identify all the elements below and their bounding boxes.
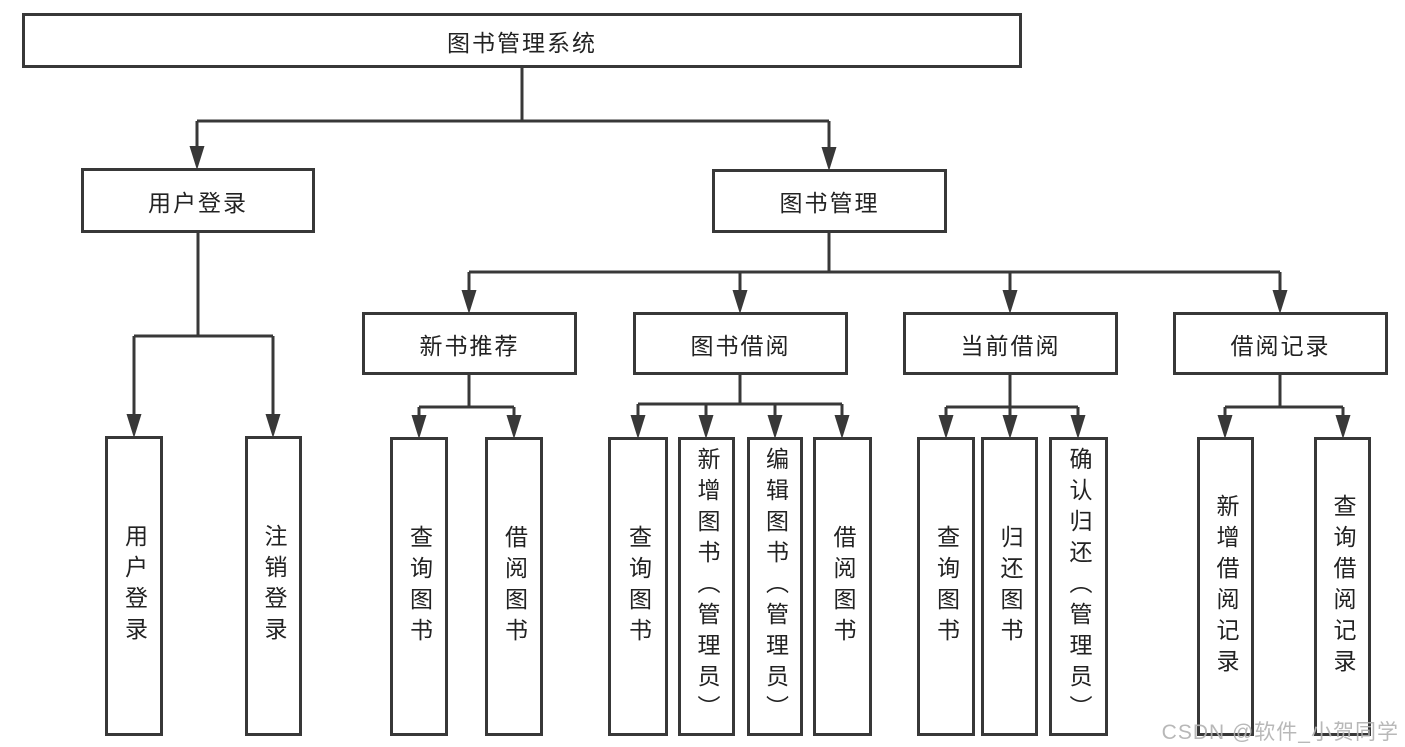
arrowhead-icon [126, 414, 142, 438]
leaf-label: 查询借阅记录 [1330, 493, 1356, 680]
arrowhead-icon [698, 415, 714, 439]
connector-line [132, 233, 275, 416]
connector-new-book-recommend-to-leaves [411, 375, 522, 439]
arrowhead-icon [265, 414, 281, 438]
arrowhead-icon [461, 290, 477, 314]
arrowhead-icon [1070, 415, 1086, 439]
leaf-label: 确认归还（管理员） [1066, 447, 1092, 726]
arrowhead-icon [1217, 415, 1233, 439]
csdn-watermark: CSDN @软件_小贺同学 [1161, 721, 1399, 744]
connector-book-management-to-level3 [461, 233, 1288, 314]
leaf-label: 新增借阅记录 [1213, 493, 1239, 680]
arrowhead-icon [411, 415, 427, 439]
node-root-system: 图书管理系统 [22, 13, 1022, 68]
leaf-logout-login: 注销登录 [245, 436, 302, 736]
leaf-label: 借阅图书 [501, 524, 528, 649]
node-label: 借阅记录 [1230, 332, 1331, 359]
leaf-label: 查询图书 [406, 524, 433, 649]
leaf-query-book-borrow: 查询图书 [608, 437, 668, 736]
leaf-label: 归还图书 [997, 524, 1023, 649]
leaf-add-borrow-record: 新增借阅记录 [1197, 437, 1254, 736]
node-label: 用户登录 [148, 189, 248, 216]
node-book-borrow: 图书借阅 [633, 312, 848, 375]
arrowhead-icon [1002, 290, 1018, 314]
node-label: 图书借阅 [690, 332, 791, 359]
arrowhead-icon [834, 415, 850, 439]
leaf-add-book-admin: 新增图书（管理员） [678, 437, 735, 736]
leaf-label: 用户登录 [121, 524, 148, 648]
node-label: 当前借阅 [960, 332, 1061, 359]
connector-line [944, 375, 1080, 417]
leaf-label: 查询图书 [933, 524, 960, 649]
node-new-book-recommend: 新书推荐 [362, 312, 577, 375]
connector-current-borrow-to-leaves [938, 375, 1086, 439]
arrowhead-icon [821, 147, 837, 171]
connector-line [467, 233, 1282, 292]
node-book-management: 图书管理 [712, 169, 947, 233]
arrowhead-icon [938, 415, 954, 439]
arrowhead-icon [1335, 415, 1351, 439]
leaf-label: 注销登录 [261, 524, 287, 648]
leaf-query-book-recommend: 查询图书 [390, 437, 448, 736]
node-borrow-records: 借阅记录 [1173, 312, 1388, 375]
leaf-label: 借阅图书 [830, 524, 856, 649]
arrowhead-icon [1272, 290, 1288, 314]
node-label: 图书管理系统 [447, 29, 597, 56]
arrowhead-icon [767, 415, 783, 439]
leaf-query-book-current: 查询图书 [917, 437, 975, 736]
connector-line [1223, 375, 1345, 417]
leaf-label: 查询图书 [625, 524, 652, 649]
leaf-label: 编辑图书（管理员） [762, 447, 789, 726]
connector-root-to-level2 [189, 68, 837, 171]
leaf-query-borrow-record: 查询借阅记录 [1314, 437, 1371, 736]
arrowhead-icon [1002, 415, 1018, 439]
leaf-return-book: 归还图书 [981, 437, 1038, 736]
connector-line [636, 375, 844, 417]
leaf-label: 新增图书（管理员） [694, 447, 720, 726]
arrowhead-icon [506, 415, 522, 439]
connector-line [195, 68, 831, 151]
leaf-confirm-return-admin: 确认归还（管理员） [1049, 437, 1108, 736]
node-label: 新书推荐 [419, 332, 520, 359]
leaf-borrow-book: 借阅图书 [813, 437, 872, 736]
arrowhead-icon [189, 146, 205, 170]
connector-line [417, 375, 516, 417]
connector-book-borrow-to-leaves [630, 375, 850, 439]
arrowhead-icon [732, 290, 748, 314]
arrowhead-icon [630, 415, 646, 439]
connector-borrow-records-to-leaves [1217, 375, 1351, 439]
connector-user-login-to-leaves [126, 233, 281, 438]
node-current-borrow: 当前借阅 [903, 312, 1118, 375]
node-user-login: 用户登录 [81, 168, 315, 233]
leaf-borrow-book-recommend: 借阅图书 [485, 437, 543, 736]
leaf-edit-book-admin: 编辑图书（管理员） [747, 437, 803, 736]
leaf-user-login: 用户登录 [105, 436, 163, 736]
node-label: 图书管理 [779, 190, 880, 216]
